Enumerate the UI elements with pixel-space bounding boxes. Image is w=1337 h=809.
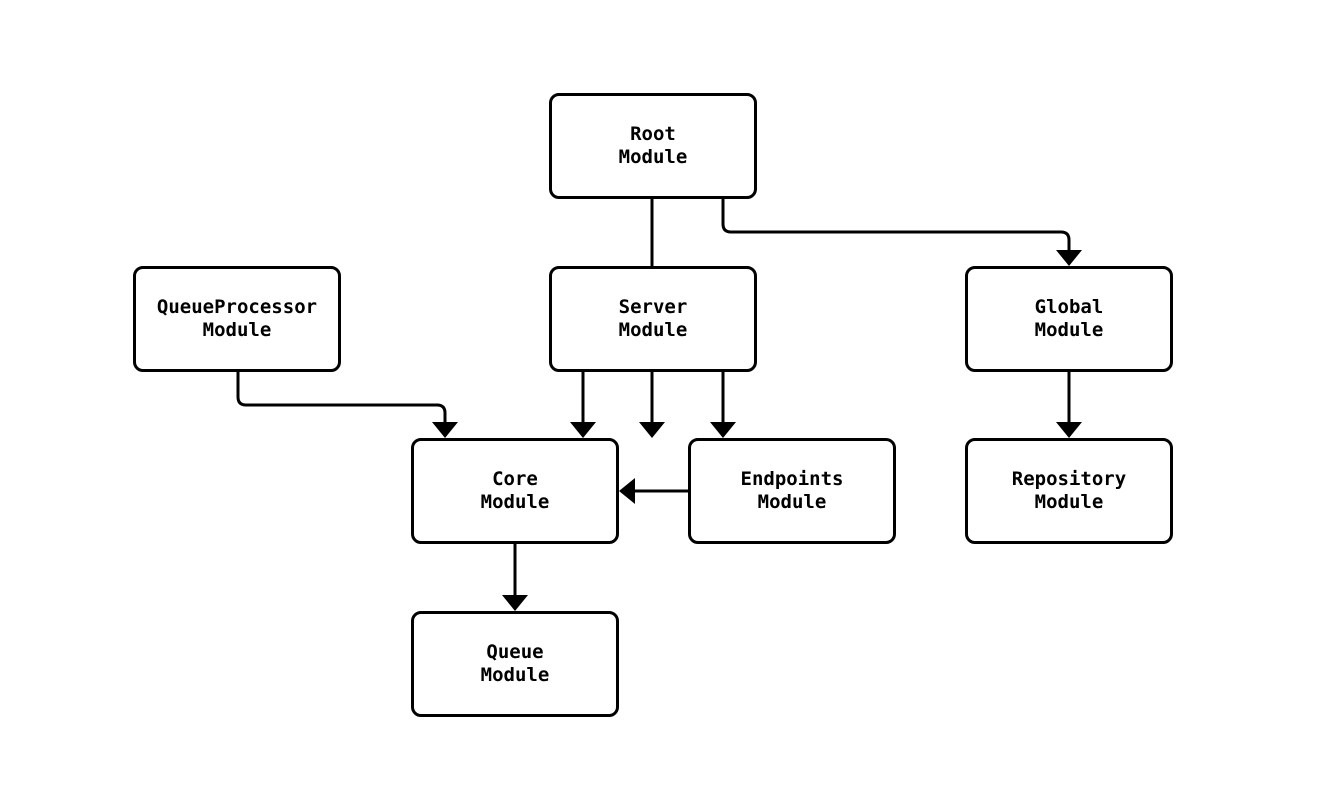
node-queue-label-line2: Module [480, 664, 550, 686]
node-repository-label-line2: Module [1034, 491, 1104, 513]
node-queueprocessor-label-line1: QueueProcessor [156, 296, 318, 318]
edge-server-to-endpoints [710, 371, 736, 438]
node-queueprocessor-module: QueueProcessor Module [133, 266, 341, 372]
node-server-label-line2: Module [618, 319, 688, 341]
node-root-label-line2: Module [618, 146, 688, 168]
edge-root-to-global [721, 199, 1082, 266]
node-core-label-line2: Module [480, 491, 550, 513]
edge-queueprocessor-to-core [236, 371, 458, 438]
node-repository-label-line1: Repository [1011, 468, 1127, 490]
node-global-module: Global Module [965, 266, 1173, 372]
node-server-module: Server Module [549, 266, 757, 372]
node-root-label-line1: Root [630, 123, 676, 145]
node-endpoints-label-line2: Module [757, 491, 827, 513]
edge-server-to-core [570, 371, 596, 438]
node-endpoints-module: Endpoints Module [688, 438, 896, 544]
edge-endpoints-to-core [619, 478, 688, 504]
node-global-label-line2: Module [1034, 319, 1104, 341]
node-queueprocessor-label-line2: Module [202, 319, 272, 341]
node-server-label-line1: Server [618, 296, 688, 318]
node-global-label-line1: Global [1034, 296, 1104, 318]
node-core-label-line1: Core [492, 468, 538, 490]
node-endpoints-label-line1: Endpoints [740, 468, 844, 490]
edge-global-to-repository [1056, 371, 1082, 438]
edge-core-to-queue [502, 543, 528, 611]
node-queue-module: Queue Module [411, 611, 619, 717]
node-queue-label-line1: Queue [486, 641, 544, 663]
node-root-module: Root Module [549, 93, 757, 199]
node-core-module: Core Module [411, 438, 619, 544]
node-repository-module: Repository Module [965, 438, 1173, 544]
